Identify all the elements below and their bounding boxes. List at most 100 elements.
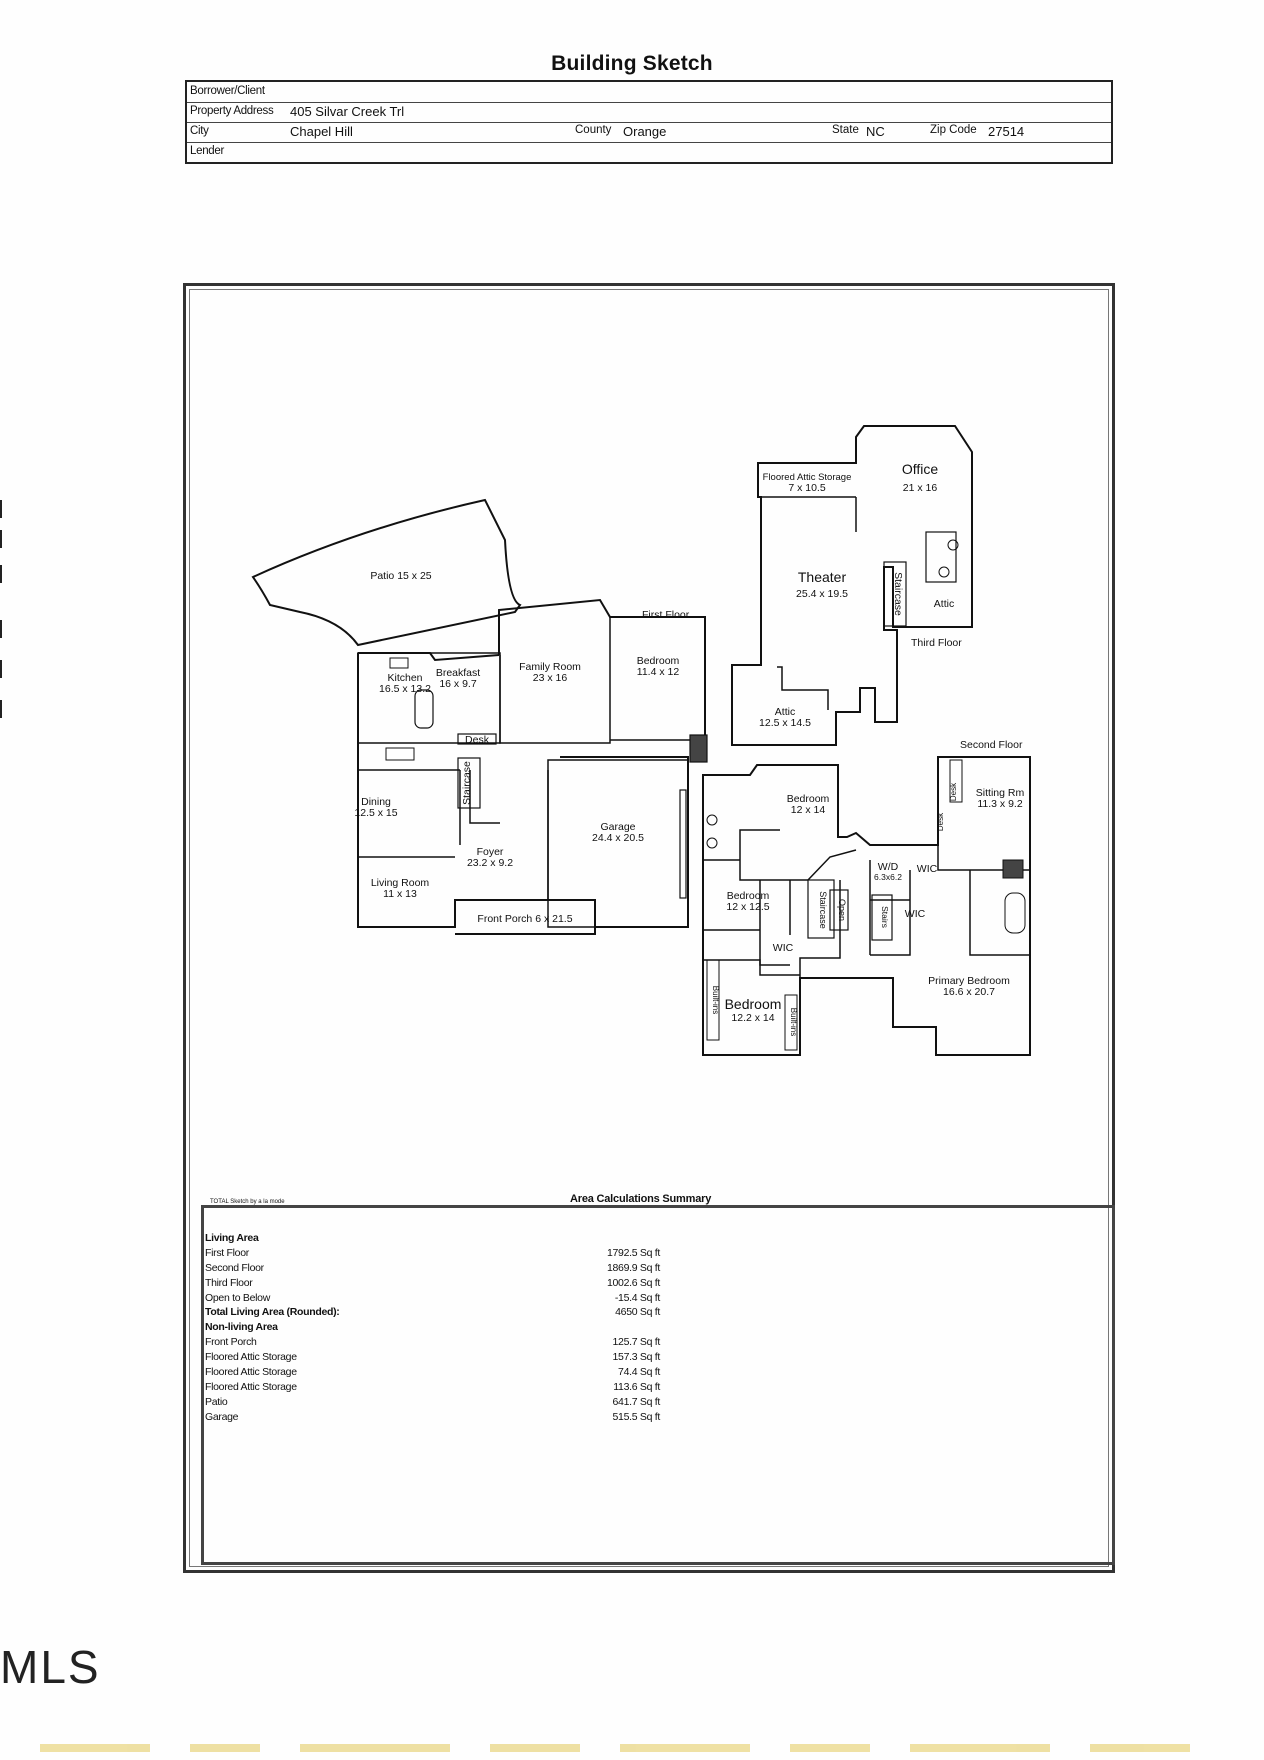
mls-logo: MLS	[0, 1641, 101, 1693]
second-floor-plan	[702, 756, 1031, 1056]
kitchen-top-wall	[358, 652, 500, 662]
family-room-name: Family Room	[519, 661, 581, 673]
fireplace-second	[1002, 859, 1024, 879]
toilet-icon-second	[706, 814, 718, 826]
tub-icon	[1004, 892, 1026, 934]
theater-name: Theater	[798, 569, 847, 585]
front-porch-label: Front Porch 6 x 21.5	[477, 913, 572, 925]
toilet-icon-third	[947, 539, 959, 551]
second-bedroom1-dim: 12 x 14	[791, 804, 826, 816]
desk-label: Desk	[465, 734, 490, 746]
staircase-label-third: Staircase	[892, 572, 904, 616]
built-ins-label-2: Built-ins	[789, 1008, 798, 1036]
family-room-walls	[499, 617, 611, 744]
garage-dim: 24.4 x 20.5	[592, 832, 644, 844]
summary-value: 113.6 Sq ft	[613, 1381, 660, 1393]
wic1-label: WIC	[917, 863, 938, 875]
dining-name: Dining	[361, 796, 391, 808]
city-row: City Chapel Hill County Orange State NC …	[187, 122, 1111, 143]
desk-label-second: Desk	[949, 782, 958, 801]
open-area-box	[829, 889, 849, 931]
primary-bath-walls	[937, 845, 1030, 956]
scan-mark	[0, 660, 2, 678]
summary-row: Third Floor	[205, 1277, 253, 1289]
sink-icon-second	[706, 837, 718, 849]
second-bedroom1-name: Bedroom	[787, 793, 830, 805]
kitchen-dim: 16.5 x 13.2	[379, 683, 431, 695]
summary-value: 1002.6 Sq ft	[606, 1277, 660, 1289]
wic2-label: WIC	[905, 908, 926, 920]
range-icon	[389, 657, 409, 669]
address-label: Property Address	[190, 105, 274, 117]
living-room-dim: 11 x 13	[383, 888, 417, 900]
state-value: NC	[866, 124, 885, 139]
lender-row: Lender	[187, 142, 1111, 162]
staircase-label-second: Staircase	[818, 891, 828, 929]
bottom-strip	[40, 1744, 1190, 1752]
first-floor-label: First Floor	[642, 609, 690, 621]
scan-mark	[0, 530, 2, 548]
summary-row: Total Living Area (Rounded):	[205, 1306, 340, 1318]
primary-bedroom-name: Primary Bedroom	[928, 975, 1010, 987]
summary-divider	[201, 1205, 1115, 1208]
breakfast-name: Breakfast	[436, 667, 480, 679]
zip-label: Zip Code	[930, 124, 977, 136]
primary-bedroom-dim: 16.6 x 20.7	[943, 986, 995, 998]
summary-row: Non-living Area	[205, 1321, 278, 1333]
summary-value: 74.4 Sq ft	[618, 1366, 660, 1378]
summary-row: First Floor	[205, 1247, 249, 1259]
scan-mark	[0, 500, 2, 518]
attic-storage-name: Floored Attic Storage	[763, 472, 852, 483]
sink-icon	[385, 747, 415, 761]
lender-label: Lender	[190, 145, 225, 157]
first-bedroom-name: Bedroom	[637, 655, 680, 667]
summary-row: Living Area	[205, 1232, 259, 1244]
first-bedroom-walls	[610, 616, 706, 741]
summary-value: -15.4 Sq ft	[614, 1292, 660, 1304]
theater-dim: 25.4 x 19.5	[796, 588, 848, 600]
office-dim: 21 x 16	[903, 482, 938, 494]
city-label: City	[190, 125, 209, 137]
desk-box	[457, 733, 497, 745]
second-bedroom3-dim: 12.2 x 14	[731, 1012, 774, 1024]
summary-value: 1792.5 Sq ft	[606, 1247, 660, 1259]
summary-value: 4650 Sq ft	[615, 1306, 660, 1318]
summary-row: Garage	[205, 1411, 239, 1423]
foyer-name: Foyer	[477, 846, 504, 858]
county-value: Orange	[623, 124, 667, 139]
borrower-label: Borrower/Client	[190, 85, 265, 97]
wd-dim: 6.3x6.2	[874, 872, 902, 882]
summary-row: Second Floor	[205, 1262, 264, 1274]
state-label: State	[832, 124, 859, 136]
desk-box-second	[949, 759, 963, 803]
address-row: Property Address 405 Silvar Creek Trl	[187, 102, 1111, 123]
third-floor-plan	[731, 425, 973, 746]
living-room-name: Living Room	[371, 877, 430, 889]
second-bedroom3-name: Bedroom	[725, 996, 782, 1012]
wic-walls	[869, 860, 911, 956]
third-floor-label: Third Floor	[911, 637, 962, 649]
open-label: Open	[837, 899, 847, 921]
kitchen-island	[414, 689, 434, 729]
scan-mark	[0, 700, 2, 718]
summary-value: 157.3 Sq ft	[612, 1351, 661, 1363]
first-bedroom-dim: 11.4 x 12	[637, 666, 680, 678]
attic-storage-wall	[758, 496, 857, 532]
breakfast-dim: 16 x 9.7	[439, 678, 477, 690]
sketch-frame	[183, 283, 1115, 1573]
property-info-box: Borrower/Client Property Address 405 Sil…	[185, 80, 1113, 164]
page-title: Building Sketch	[551, 52, 713, 75]
family-room-dim: 23 x 16	[533, 672, 568, 684]
summary-box	[201, 1208, 1115, 1565]
second-bedroom2-name: Bedroom	[727, 890, 770, 902]
summary-value: 125.7 Sq ft	[612, 1336, 661, 1348]
staircase-box-third	[883, 561, 907, 627]
fireplace	[689, 734, 708, 763]
upper-bedroom-walls	[703, 829, 857, 881]
tool-label: TOTAL Sketch by a la mode	[210, 1199, 285, 1205]
garage-name: Garage	[600, 821, 635, 833]
attic2-dim: 12.5 x 14.5	[759, 717, 811, 729]
summary-row: Floored Attic Storage	[205, 1381, 297, 1393]
patio-outline	[251, 498, 522, 647]
sink-icon-third	[938, 566, 950, 578]
